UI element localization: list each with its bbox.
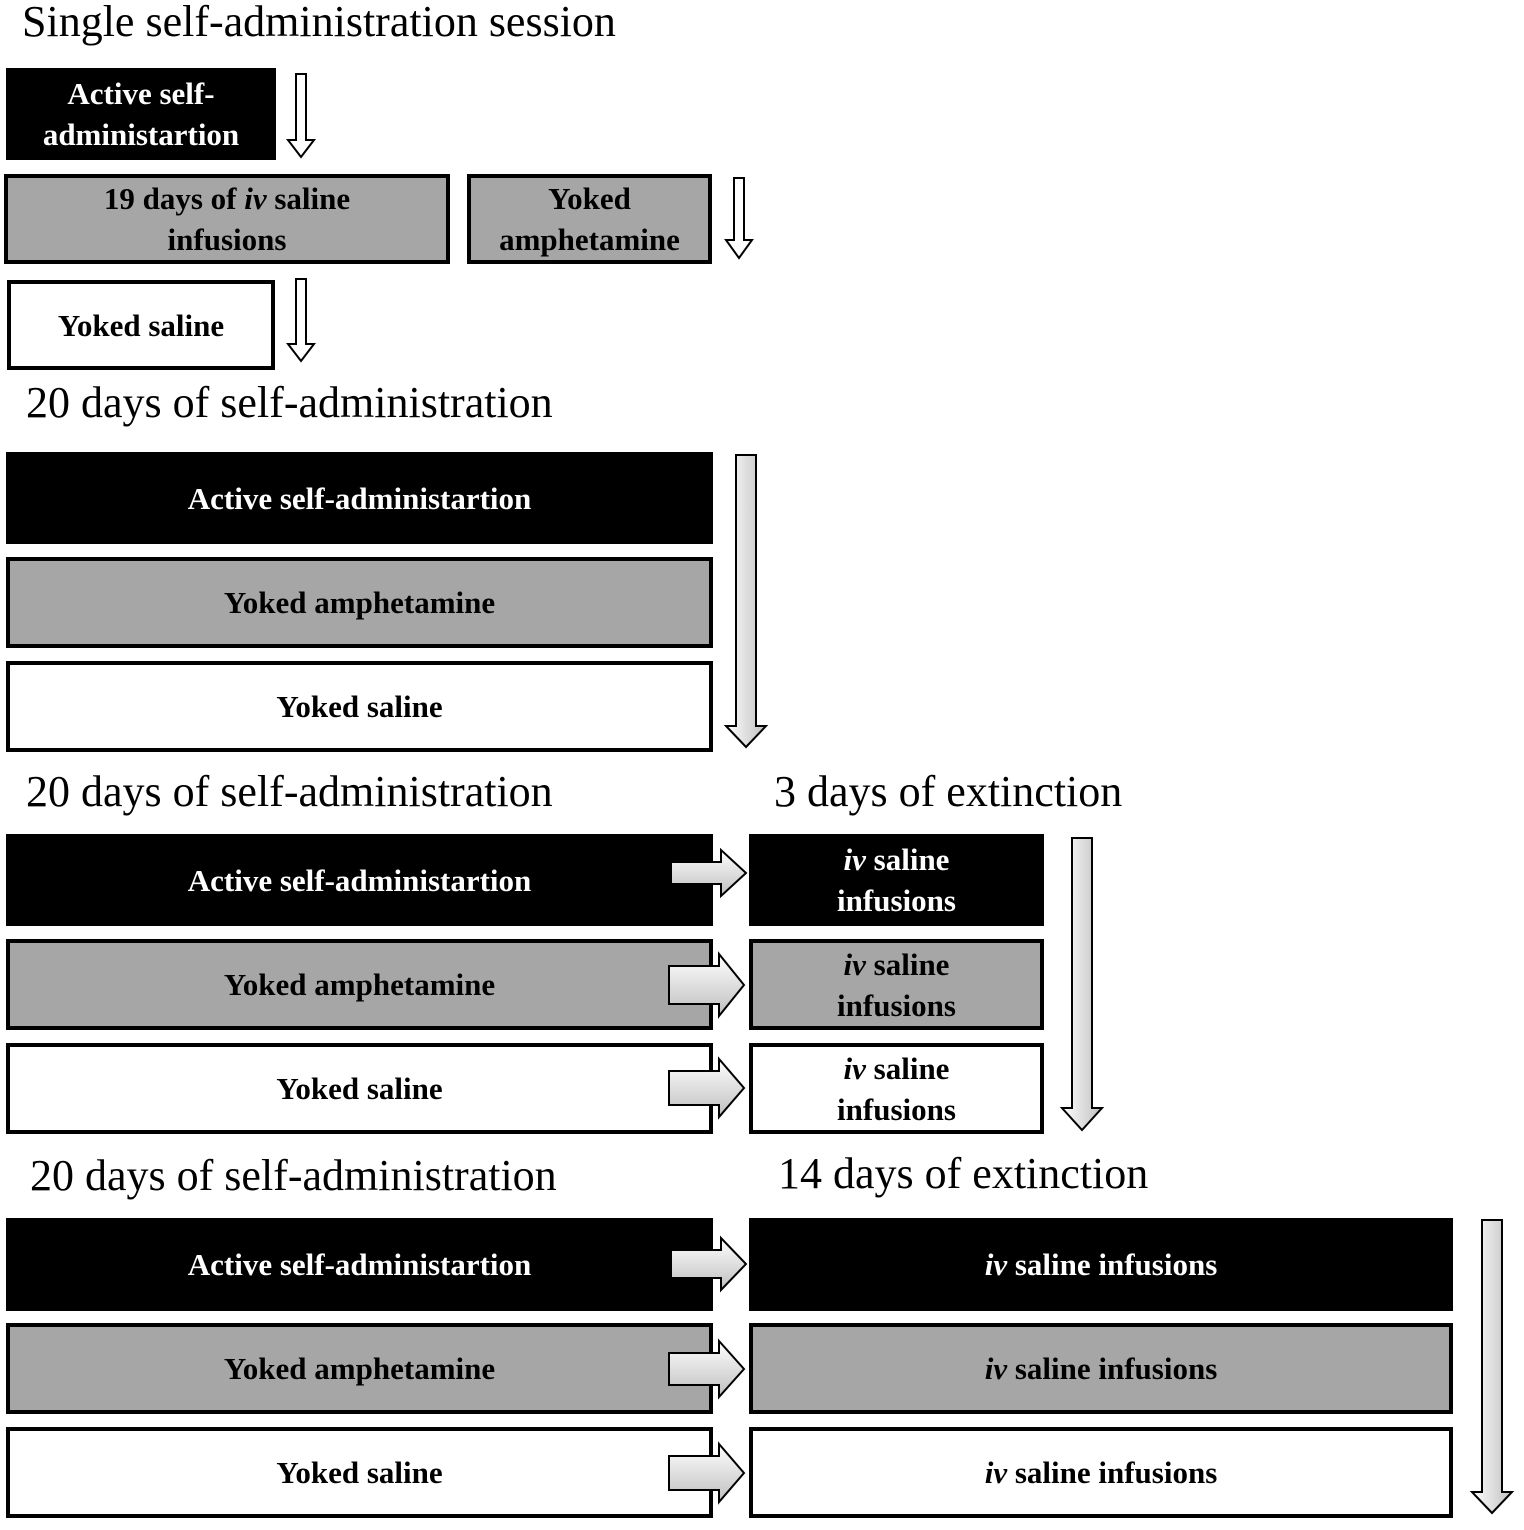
s4-ext1-iv: iv [984, 1247, 1008, 1282]
s1-down-arrow-1 [285, 73, 317, 159]
s4-active-self-admin-box: Active self-administartion [6, 1218, 713, 1311]
s4-active-extinction-box: iv saline infusions [749, 1218, 1453, 1311]
s3-ext2-rest: saline [865, 946, 950, 982]
s3-ext2-line2: infusions [837, 987, 956, 1023]
s1-saline-infusions-box: 19 days of iv saline infusions [4, 174, 450, 264]
s4-ext3-rest: saline infusions [1007, 1455, 1218, 1490]
s1-yoked-amphetamine-box: Yoked amphetamine [467, 174, 712, 264]
s1-saline-post: saline [266, 181, 351, 216]
s4-ext2-rest: saline infusions [1007, 1351, 1218, 1386]
s3-ext2-iv: iv [843, 946, 866, 982]
s4-ext2-iv: iv [984, 1351, 1008, 1386]
s3-active-label: Active self-administartion [187, 862, 532, 898]
s2-active-self-admin-box: Active self-administartion [6, 452, 713, 544]
s3-saline-extinction-box: iv saline infusions [749, 1043, 1044, 1134]
s2-saline-label: Yoked saline [276, 689, 443, 724]
s1-saline-label: Yoked saline [57, 307, 225, 343]
s3-yoked-amphetamine-box: Yoked amphetamine [6, 939, 713, 1030]
s4-active-label: Active self-administartion [187, 1247, 532, 1282]
s3-yoked-saline-box: Yoked saline [6, 1043, 713, 1134]
s1-active-self-admin-box: Active self- administartion [6, 68, 276, 160]
section2-heading: 20 days of self-administration [26, 378, 553, 427]
s4-yoked-saline-box: Yoked saline [6, 1427, 713, 1518]
s2-yoked-saline-box: Yoked saline [6, 661, 713, 752]
s1-active-line2: administartion [42, 117, 240, 152]
s3-right-arrow-1 [670, 847, 748, 899]
s1-saline-line2: infusions [167, 222, 287, 257]
s3-long-down-arrow [1059, 837, 1105, 1132]
section4-heading: 20 days of self-administration [30, 1151, 557, 1200]
s4-amph-label: Yoked amphetamine [223, 1351, 496, 1386]
section3-heading: 20 days of self-administration [26, 767, 553, 816]
s3-ext1-iv: iv [843, 842, 866, 877]
s3-active-self-admin-box: Active self-administartion [6, 834, 713, 926]
s3-ext1-rest: saline [865, 842, 950, 877]
section3-extinction-heading: 3 days of extinction [774, 767, 1123, 816]
s3-saline-label: Yoked saline [276, 1071, 443, 1106]
section1-heading: Single self-administration session [22, 0, 616, 46]
s3-ext3-rest: saline [865, 1050, 950, 1086]
s4-yoked-amphetamine-box: Yoked amphetamine [6, 1323, 713, 1414]
s1-down-arrow-3 [285, 278, 317, 363]
s2-long-down-arrow [723, 454, 769, 749]
s3-ext1-line2: infusions [837, 883, 956, 918]
s1-saline-iv: iv [244, 181, 267, 216]
s2-yoked-amphetamine-box: Yoked amphetamine [6, 557, 713, 648]
s2-active-label: Active self-administartion [187, 480, 532, 516]
s4-ext1-rest: saline infusions [1007, 1247, 1218, 1282]
s4-right-arrow-3 [668, 1441, 746, 1505]
s3-amph-label: Yoked amphetamine [223, 967, 496, 1002]
s4-right-arrow-2 [668, 1338, 746, 1400]
s4-right-arrow-1 [670, 1235, 748, 1293]
section4-extinction-heading: 14 days of extinction [778, 1149, 1149, 1198]
s1-active-line1: Active self- [67, 76, 215, 111]
s3-ext3-line2: infusions [837, 1091, 956, 1127]
s1-amph-line2: amphetamine [499, 222, 680, 257]
s4-ext3-iv: iv [984, 1455, 1008, 1490]
s3-right-arrow-2 [668, 951, 746, 1019]
s1-saline-pre: 19 days of [103, 181, 245, 216]
s4-saline-label: Yoked saline [276, 1455, 443, 1490]
s4-saline-extinction-box: iv saline infusions [749, 1427, 1453, 1518]
s3-amph-extinction-box: iv saline infusions [749, 939, 1044, 1030]
s1-yoked-saline-box: Yoked saline [7, 280, 275, 370]
s2-amph-label: Yoked amphetamine [223, 585, 496, 620]
s1-down-arrow-2 [724, 177, 754, 260]
s3-right-arrow-3 [668, 1056, 746, 1120]
s1-amph-line1: Yoked [548, 181, 631, 216]
s4-long-down-arrow [1469, 1219, 1515, 1515]
s3-active-extinction-box: iv saline infusions [749, 834, 1044, 926]
s3-ext3-iv: iv [843, 1050, 866, 1086]
s4-amph-extinction-box: iv saline infusions [749, 1323, 1453, 1414]
